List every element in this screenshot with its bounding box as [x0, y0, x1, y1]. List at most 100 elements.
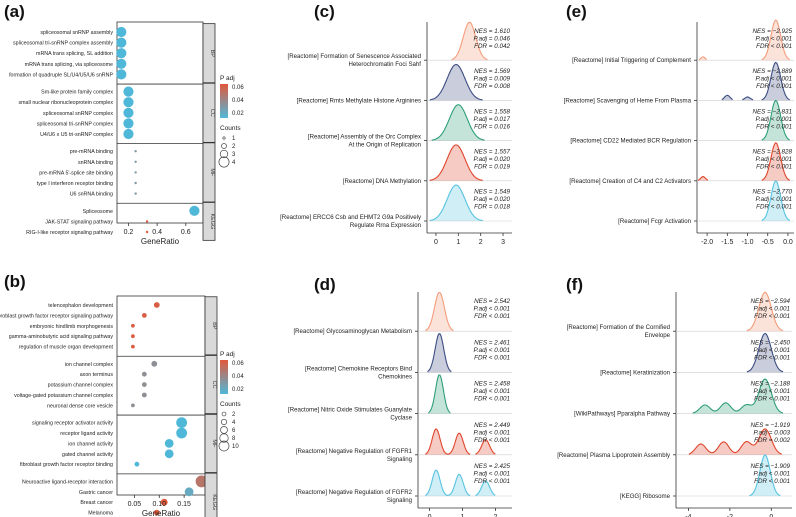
x-tick-label: 0.10 — [152, 501, 166, 508]
padj-legend-title: P adj — [220, 75, 235, 82]
stat-nes: NES = −2.770 — [752, 189, 792, 196]
row-label: Signaling — [387, 456, 412, 463]
stat-padj: P.adj < 0.001 — [756, 196, 792, 203]
ridge-density-fill — [761, 180, 790, 221]
stat-nes: NES = −1.919 — [750, 422, 790, 429]
x-axis-title: GeneRatio — [141, 237, 180, 246]
ridge-density-line — [746, 291, 784, 332]
stat-fdr: FDR < 0.001 — [474, 437, 510, 444]
ridge-density-fill — [761, 20, 790, 61]
x-tick-label: 2 — [479, 239, 483, 246]
ridge-density-fill — [746, 333, 783, 373]
facet-label: KEGG — [209, 213, 215, 229]
ridge-density-line — [761, 99, 790, 141]
data-dot — [195, 475, 208, 488]
stat-fdr: FDR < 0.001 — [474, 478, 510, 485]
count-legend-label: 10 — [232, 444, 239, 450]
term-label: neuronal dense core vesicle — [47, 403, 113, 409]
data-dot — [141, 313, 147, 318]
ridge-density-line — [475, 439, 496, 455]
ridge-density-line — [742, 96, 754, 101]
x-tick-label: 1 — [461, 514, 465, 517]
ridge-density-fill — [699, 56, 707, 61]
count-legend-dot — [222, 136, 226, 140]
stat-nes: NES = 2.542 — [474, 298, 510, 305]
padj-colorbar — [220, 360, 228, 394]
count-legend-label: 6 — [232, 428, 236, 434]
x-tick-label: 2 — [494, 514, 498, 517]
stat-padj: P.adj < 0.001 — [754, 470, 790, 477]
data-dot — [123, 128, 134, 140]
row-label: Regulate Rrna Expression — [350, 222, 421, 229]
x-axis-title: GeneRatio — [142, 509, 181, 517]
data-dot — [134, 181, 137, 185]
padj-legend-tick: 0.02 — [232, 111, 244, 117]
term-label: mRNA trans splicing, SL addition — [36, 51, 113, 57]
stat-padj: P.adj = 0.009 — [474, 76, 511, 83]
ridge-density-line — [692, 378, 784, 414]
x-tick-label: -4 — [685, 514, 691, 517]
term-label: fibroblast growth factor receptor signal… — [0, 313, 113, 319]
term-label: RIG-I-like receptor signaling pathway — [26, 230, 113, 236]
x-tick-label: 0 — [428, 514, 432, 517]
ridge-density-fill — [425, 292, 454, 332]
padj-legend-tick: 0.06 — [232, 361, 244, 367]
data-dot — [134, 160, 137, 163]
padj-colorbar — [220, 84, 228, 118]
stat-nes: NES = −2.828 — [752, 148, 792, 155]
ridge-density-line — [761, 19, 790, 61]
stat-padj: P.adj < 0.001 — [756, 116, 792, 123]
row-label: [Reactome] Initial Triggering of Complem… — [572, 57, 691, 64]
count-legend-title: Counts — [220, 125, 241, 132]
padj-legend-title: P adj — [220, 351, 235, 358]
stat-fdr: FDR < 0.001 — [754, 354, 790, 361]
stat-fdr: FDR < 0.001 — [754, 478, 790, 485]
stat-padj: P.adj = 0.046 — [474, 35, 511, 42]
ridge-density-fill — [761, 62, 790, 101]
row-label: [WikiPathways] Pparalpha Pathway — [574, 411, 671, 418]
stat-fdr: FDR < 0.001 — [474, 396, 510, 403]
data-dot — [123, 118, 134, 129]
stat-nes: NES = 2.425 — [474, 463, 510, 470]
x-tick-label: 1 — [456, 239, 460, 246]
ridge-density-fill — [428, 375, 451, 414]
count-legend-label: 1 — [232, 136, 236, 142]
row-label: [Reactome] Scavenging of Heme From Plasm… — [564, 97, 692, 104]
stat-fdr: FDR < 0.001 — [756, 83, 792, 90]
row-label: Chemokines — [378, 373, 412, 380]
stat-nes: NES = −2.188 — [750, 381, 790, 388]
term-label: gamma-aminobutyric acid signaling pathwa… — [9, 334, 114, 340]
count-legend-label: 3 — [232, 152, 236, 158]
facet-label: CC — [211, 381, 217, 389]
ridge-density-fill — [425, 470, 471, 496]
data-dot — [176, 417, 188, 428]
row-label: [Reactome] Fcgr Activation — [618, 218, 691, 225]
row-label: [Reactome] Keratinization — [600, 369, 670, 376]
ridge-density-fill — [429, 185, 483, 221]
stat-padj: P.adj < 0.001 — [474, 306, 510, 313]
row-label: [Reactome] Chemokine Receptors Bind — [305, 365, 412, 372]
facet-strip — [204, 355, 218, 415]
row-label: [Reactome] Glycosaminoglycan Metabolism — [293, 328, 412, 335]
term-label: Melanoma — [88, 511, 113, 517]
stat-fdr: FDR < 0.001 — [474, 313, 510, 320]
padj-legend-tick: 0.06 — [232, 85, 244, 91]
row-label: Cyclase — [390, 415, 412, 422]
ridge-density-fill — [761, 100, 790, 141]
row-label: [Reactome] Creation of C4 and C2 Activat… — [569, 178, 691, 185]
x-tick-label: -1.5 — [721, 239, 733, 246]
ridge-density-line — [761, 180, 790, 221]
x-tick-label: 0.4 — [152, 229, 162, 236]
term-label: voltage-gated potassium channel complex — [14, 393, 113, 399]
panel-letter-d: (d) — [314, 275, 336, 294]
x-tick-label: -2 — [727, 514, 733, 517]
ridge-density-line — [749, 454, 781, 497]
data-dot — [145, 220, 149, 223]
stat-padj: P.adj < 0.001 — [756, 76, 792, 83]
stat-fdr: FDR < 0.001 — [754, 313, 790, 320]
term-label: snRNA binding — [78, 160, 113, 166]
ridge-density-fill — [425, 429, 471, 455]
stat-fdr: FDR = 0.008 — [474, 83, 510, 90]
stat-padj: P.adj = 0.017 — [474, 116, 511, 123]
